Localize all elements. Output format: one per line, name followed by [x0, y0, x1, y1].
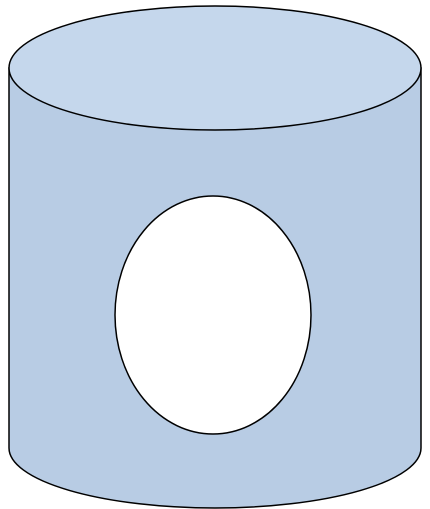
cylinder-hole — [115, 196, 311, 434]
cylinder-top — [9, 6, 421, 130]
